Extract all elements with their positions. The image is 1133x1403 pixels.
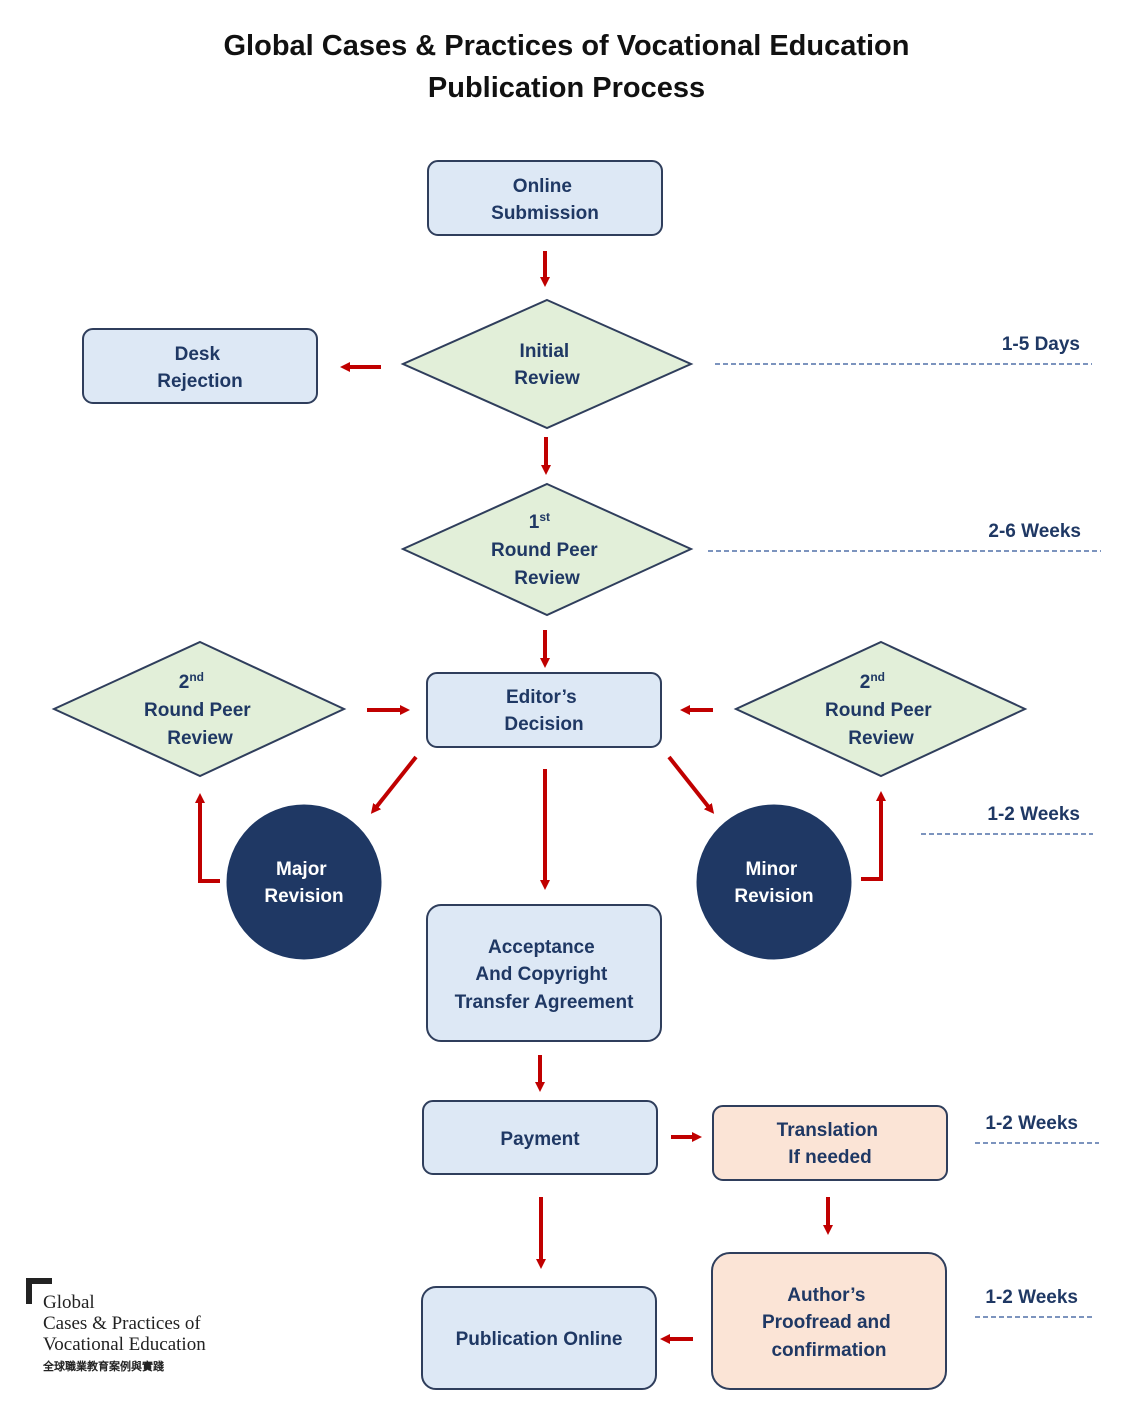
title-line-2: Publication Process bbox=[427, 72, 706, 104]
journal-logo: Global Cases & Practices of Vocational E… bbox=[26, 1278, 256, 1378]
payment-label: Payment bbox=[500, 1129, 580, 1150]
second-round-review-right-label: 2nd Round Peer Review bbox=[825, 665, 937, 749]
translation-box bbox=[712, 1105, 948, 1181]
online-submission-box bbox=[427, 160, 663, 236]
publication-online-box bbox=[421, 1286, 657, 1390]
second-round-review-right-diamond bbox=[733, 640, 1028, 778]
major-revision-label: Major Revision bbox=[264, 859, 343, 907]
logo-line-2: Cases & Practices of bbox=[43, 1313, 201, 1334]
first-round-review-diamond bbox=[400, 482, 694, 617]
minor-revision-label: Minor Revision bbox=[734, 859, 813, 907]
translation-label: Translation If needed bbox=[777, 1120, 884, 1168]
publication-online-label: Publication Online bbox=[456, 1329, 623, 1350]
arrow-editor-to-major-revision bbox=[370, 755, 418, 814]
proofread-label: Author’s Proofread and confirmation bbox=[762, 1285, 896, 1361]
logo-line-1: Global bbox=[43, 1292, 95, 1313]
page-title: Global Cases & Practices of Vocational E… bbox=[0, 25, 1133, 109]
timeline-first-round: 2-6 Weeks bbox=[988, 521, 1081, 542]
title-line-1: Global Cases & Practices of Vocational E… bbox=[223, 30, 910, 62]
logo-line-4: 全球職業教育案例與實踐 bbox=[43, 1360, 164, 1373]
desk-rejection-box bbox=[82, 328, 318, 404]
acceptance-box bbox=[426, 904, 662, 1042]
editors-decision-box bbox=[426, 672, 662, 748]
online-submission-label: Online Submission bbox=[491, 176, 599, 224]
timeline-initial: 1-5 Days bbox=[1002, 334, 1080, 355]
timeline-translation: 1-2 Weeks bbox=[985, 1113, 1078, 1134]
second-round-review-left-label: 2nd Round Peer Review bbox=[144, 665, 256, 749]
arrow-editor-to-minor-revision bbox=[667, 755, 715, 814]
editors-decision-label: Editor’s Decision bbox=[504, 687, 583, 735]
proofread-box bbox=[711, 1252, 947, 1390]
arrow-major-revision-to-left-review bbox=[195, 793, 220, 883]
minor-revision-circle bbox=[696, 804, 852, 960]
logo-corner-mark bbox=[26, 1278, 52, 1304]
arrow-minor-revision-to-right-review bbox=[861, 791, 886, 881]
desk-rejection-label: Desk Rejection bbox=[157, 344, 243, 392]
major-revision-circle bbox=[226, 804, 382, 960]
logo-line-3: Vocational Education bbox=[43, 1334, 206, 1355]
payment-box bbox=[422, 1100, 658, 1175]
first-round-review-label: 1st Round Peer Review bbox=[491, 505, 603, 589]
timeline-revision: 1-2 Weeks bbox=[987, 804, 1080, 825]
initial-review-diamond bbox=[400, 298, 694, 430]
second-round-review-left-diamond bbox=[51, 640, 347, 778]
acceptance-label: Acceptance And Copyright Transfer Agreem… bbox=[455, 937, 634, 1013]
timeline-proofread: 1-2 Weeks bbox=[985, 1287, 1078, 1308]
initial-review-label: Initial Review bbox=[514, 341, 580, 389]
